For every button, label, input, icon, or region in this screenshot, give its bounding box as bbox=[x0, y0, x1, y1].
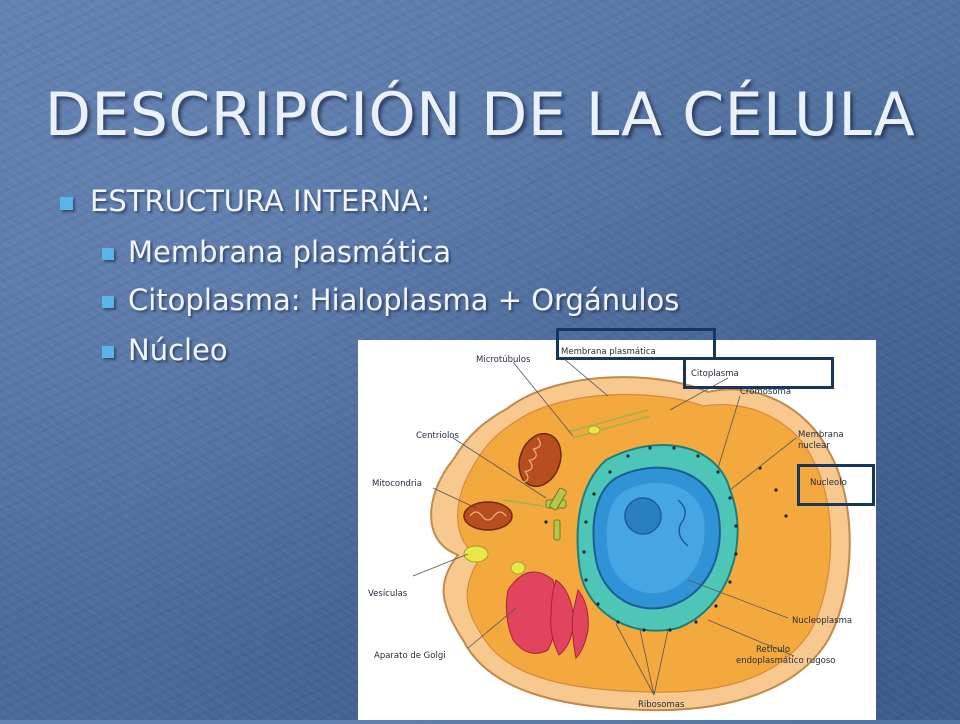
label-ribosomas: Ribosomas bbox=[638, 700, 685, 710]
label-vesiculas: Vesículas bbox=[368, 589, 408, 599]
microtubules bbox=[502, 409, 651, 507]
bullet-text: ESTRUCTURA INTERNA: bbox=[90, 184, 431, 218]
bullet-level2: Citoplasma: Hialoplasma + Orgánulos bbox=[102, 283, 679, 317]
label-membrana-nuclear-2: nuclear bbox=[798, 441, 830, 451]
bullet-square-icon bbox=[102, 296, 114, 308]
centrioles bbox=[545, 487, 567, 541]
label-membrana-nuclear-1: Membrana bbox=[798, 430, 844, 440]
label-cromosoma: Cromosoma bbox=[740, 387, 791, 397]
vesicles bbox=[463, 425, 601, 575]
label-centriolos: Centriolos bbox=[416, 431, 460, 441]
bullet-square-icon bbox=[60, 196, 73, 210]
label-mitocondria: Mitocondria bbox=[372, 479, 422, 489]
chromosome bbox=[677, 499, 689, 547]
label-nucleolo: Nucleolo bbox=[810, 478, 847, 488]
label-reticulo-1: Retículo bbox=[756, 645, 790, 655]
highlight-box-membrana bbox=[556, 328, 716, 360]
bullet-text: Membrana plasmática bbox=[128, 235, 452, 269]
golgi-apparatus bbox=[505, 571, 589, 660]
highlight-box-nucleolo bbox=[797, 464, 875, 506]
bullet-level2: Membrana plasmática bbox=[102, 235, 451, 269]
label-reticulo-2: endoplasmático rugoso bbox=[736, 656, 835, 666]
label-microtubulos: Microtúbulos bbox=[476, 355, 531, 365]
label-citoplasma: Citoplasma bbox=[691, 369, 739, 379]
mitochondria bbox=[463, 432, 562, 531]
label-aparato-golgi: Aparato de Golgi bbox=[374, 651, 446, 661]
cell-illustration: Microtúbulos Membrana plasmática Citopla… bbox=[368, 347, 852, 712]
bullet-square-icon bbox=[102, 346, 114, 358]
slide-title: DESCRIPCIÓN DE LA CÉLULA bbox=[44, 80, 916, 150]
bullet-square-icon bbox=[102, 248, 114, 260]
label-membrana-plasmatica: Membrana plasmática bbox=[561, 347, 656, 357]
animal-cell-diagram: Microtúbulos Membrana plasmática Citopla… bbox=[358, 340, 876, 720]
label-nucleoplasma: Nucleoplasma bbox=[792, 616, 852, 626]
bullet-text: Núcleo bbox=[128, 333, 228, 367]
bullet-level1: ESTRUCTURA INTERNA: bbox=[60, 184, 430, 218]
nucleolus bbox=[624, 497, 662, 535]
leader-lines bbox=[412, 357, 797, 696]
highlight-box-citoplasma bbox=[683, 357, 834, 389]
bullet-level2: Núcleo bbox=[102, 333, 228, 367]
bullet-text: Citoplasma: Hialoplasma + Orgánulos bbox=[128, 283, 680, 317]
